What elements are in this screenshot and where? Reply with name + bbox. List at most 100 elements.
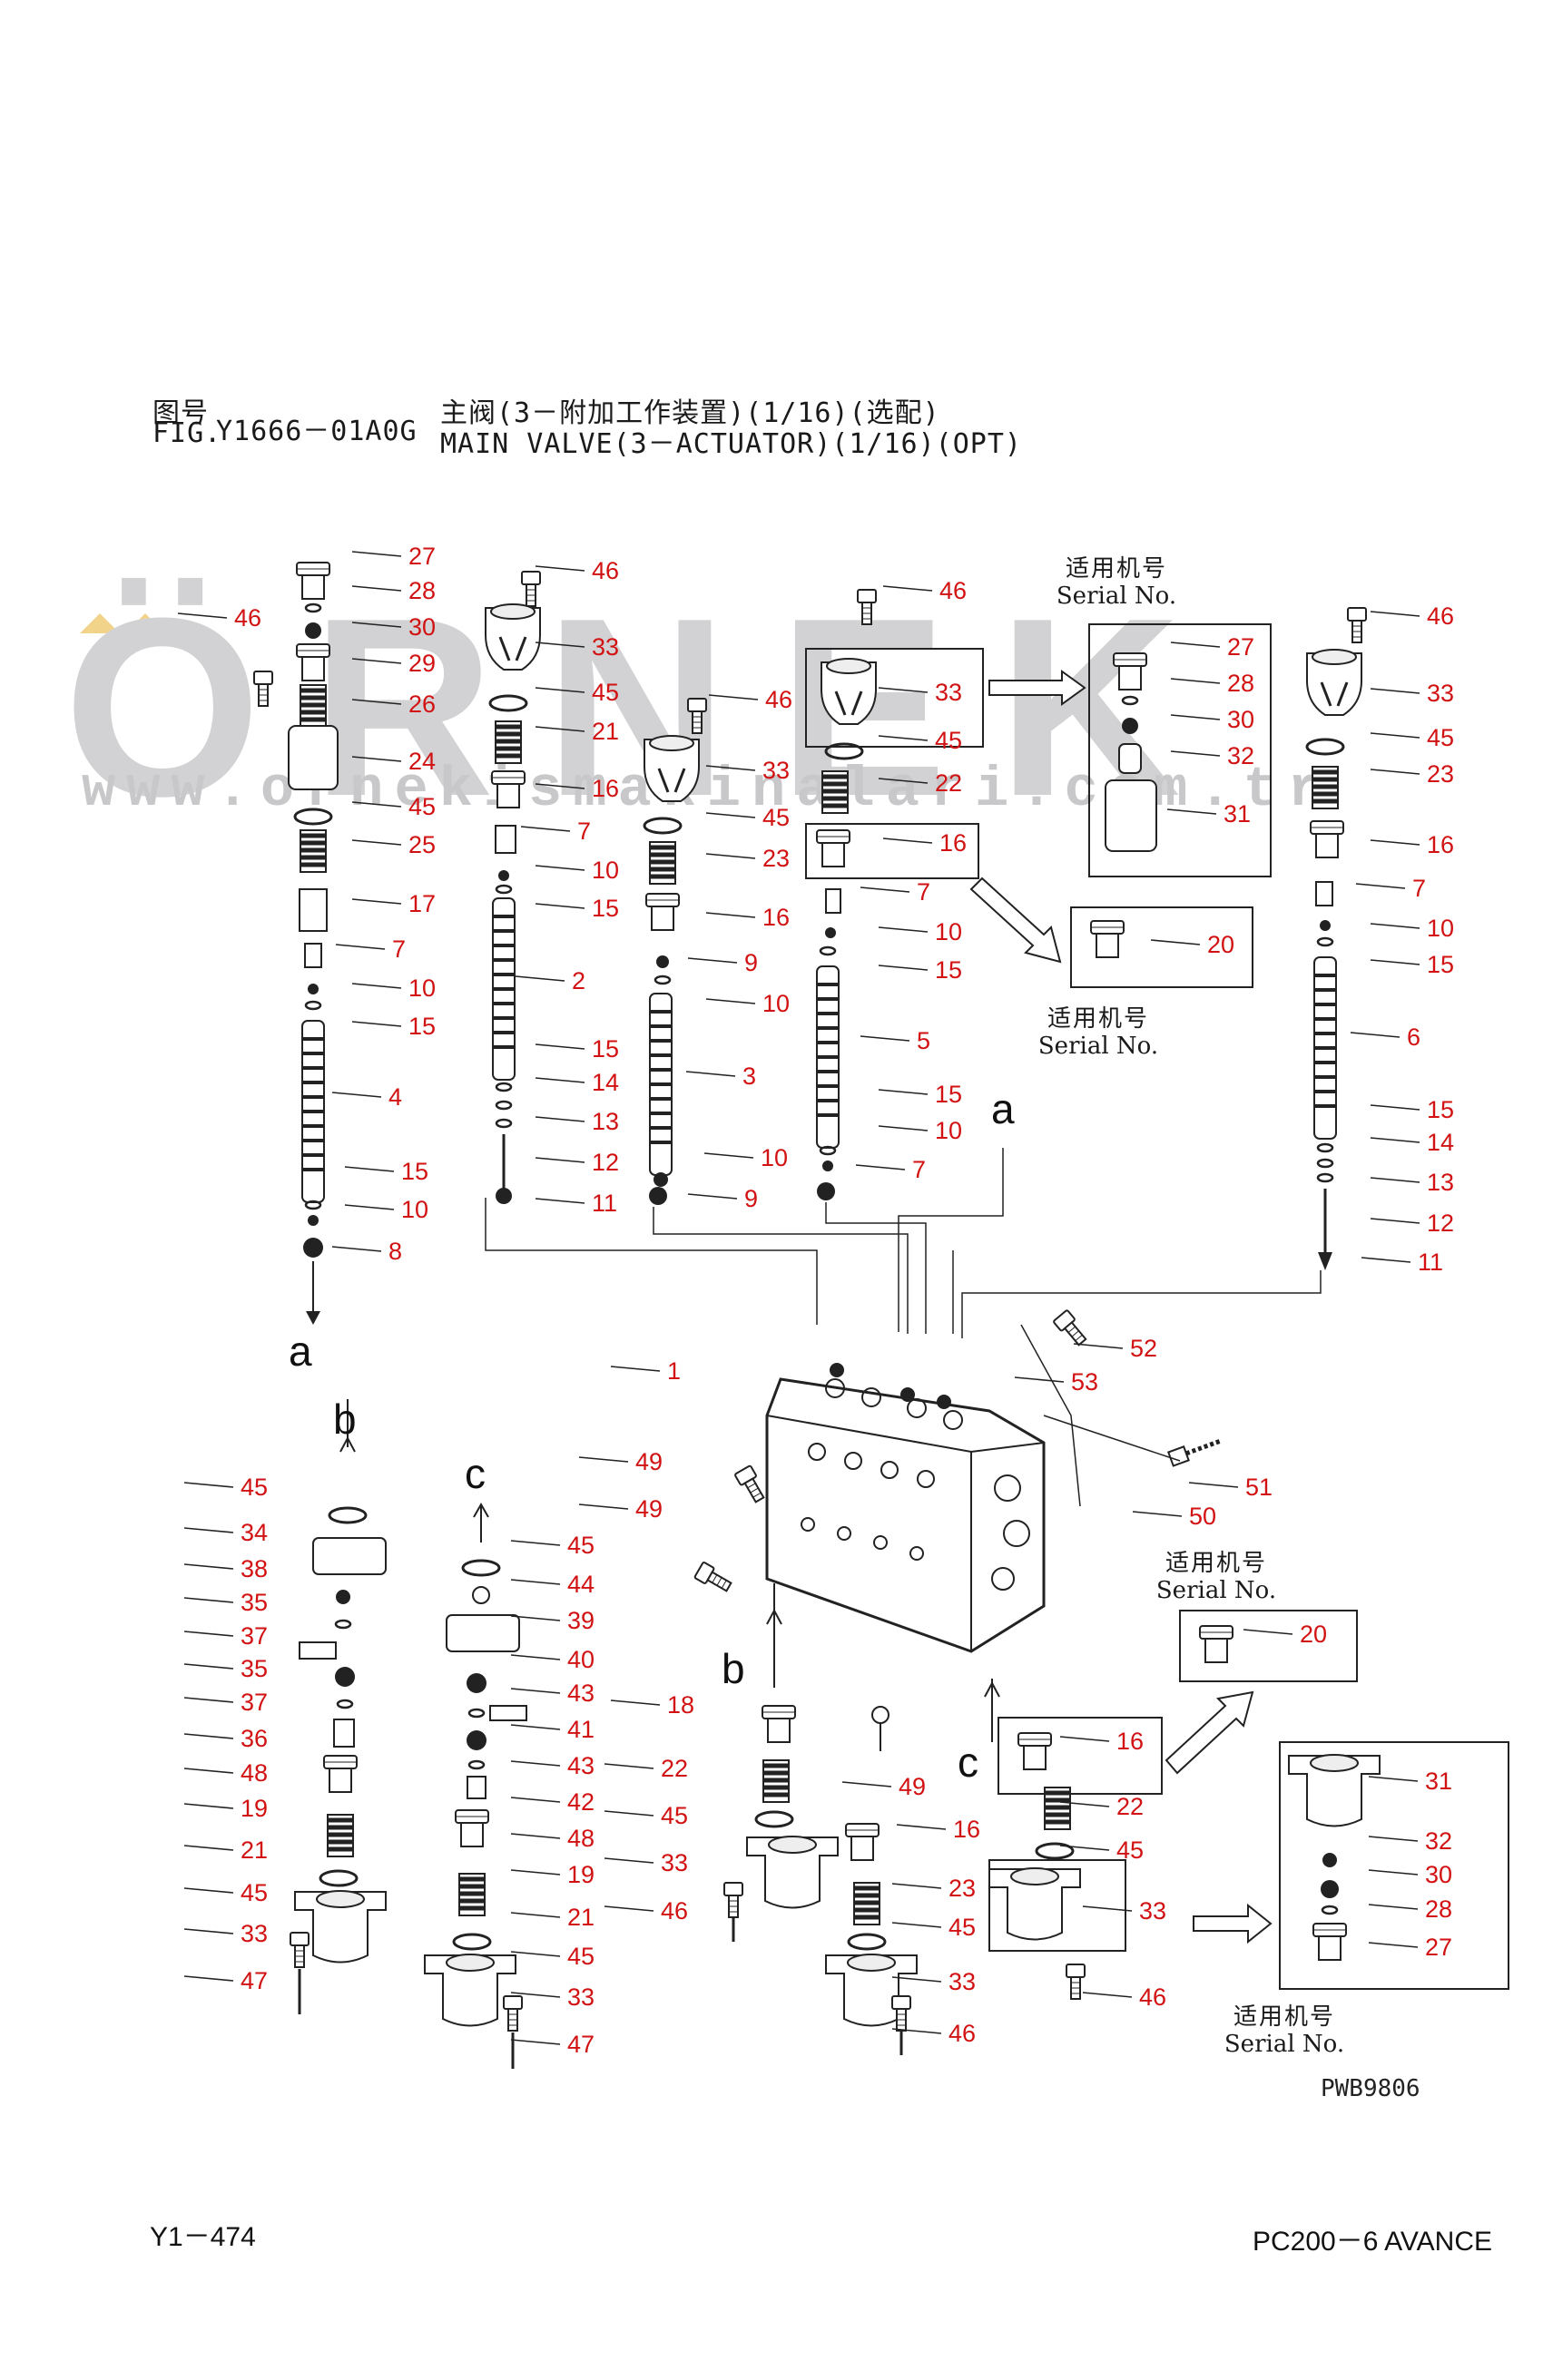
leader-line xyxy=(1014,1376,1065,1383)
part-number-label: 46 xyxy=(1427,602,1454,630)
column-1-parts xyxy=(253,562,339,1325)
leader-line xyxy=(1059,1736,1110,1742)
leader-line xyxy=(1350,1032,1400,1038)
part-number-label: 16 xyxy=(953,1816,980,1843)
fig-number: Y1666－01A0G xyxy=(216,416,418,447)
leader-line xyxy=(896,1824,947,1830)
leader-line xyxy=(1370,959,1420,965)
part-number-label: 15 xyxy=(935,956,962,984)
part-number-label: 5 xyxy=(917,1027,930,1054)
part-number-label: 33 xyxy=(241,1920,268,1947)
part-number-label: 31 xyxy=(1224,800,1251,828)
leader-line xyxy=(510,1912,561,1918)
part-number-label: 15 xyxy=(592,895,619,922)
leader-line xyxy=(1361,1257,1411,1263)
serial-note-cn: 适用机号 xyxy=(1065,555,1167,583)
leader-line xyxy=(705,812,756,818)
leader-line xyxy=(1368,1776,1419,1782)
part-number-label: 47 xyxy=(241,1967,268,1994)
leader-line xyxy=(177,612,228,619)
leader-line xyxy=(705,765,756,771)
watermark-accent xyxy=(80,613,120,633)
part-number-label: 37 xyxy=(241,1689,268,1716)
part-number-label: 23 xyxy=(948,1875,976,1902)
connection-lines xyxy=(485,1148,1322,1338)
part-number-label: 10 xyxy=(935,1117,962,1144)
serial-note-3: 适用机号 Serial No. xyxy=(1135,1550,1298,1604)
leader-line xyxy=(1370,1218,1420,1224)
part-number-label: 23 xyxy=(1427,760,1454,788)
part-number-label: 33 xyxy=(935,679,962,706)
part-number-label: 15 xyxy=(1427,951,1454,978)
part-number-label: 46 xyxy=(939,577,967,604)
leader-line xyxy=(510,1579,561,1585)
leader-line xyxy=(1166,808,1217,815)
leader-line xyxy=(687,1193,738,1200)
leader-line xyxy=(1370,1177,1420,1183)
part-number-label: 33 xyxy=(661,1849,688,1876)
leader-line xyxy=(578,1503,629,1510)
leader-line xyxy=(510,1992,561,1998)
leader-line xyxy=(604,1905,654,1912)
part-number-label: 7 xyxy=(1412,875,1426,902)
part-number-label: 16 xyxy=(1116,1728,1144,1755)
part-number-label: 6 xyxy=(1407,1023,1420,1051)
leader-line xyxy=(351,551,402,557)
part-number-label: 16 xyxy=(939,829,967,857)
part-number-label: 13 xyxy=(592,1108,619,1135)
leader-line xyxy=(1355,883,1406,889)
leader-line xyxy=(1370,1104,1420,1111)
leader-line xyxy=(604,1810,654,1817)
part-number-label: 22 xyxy=(661,1755,688,1782)
leader-line xyxy=(604,1763,654,1769)
part-number-label: 32 xyxy=(1227,742,1254,769)
leader-line xyxy=(535,642,585,648)
leader-line xyxy=(891,1976,942,1983)
leader-line xyxy=(705,912,756,918)
leader-line xyxy=(335,944,386,950)
part-number-label: 15 xyxy=(401,1158,428,1185)
view-letter: c xyxy=(958,1738,978,1786)
arrow-to-serial-1 xyxy=(988,670,1086,706)
part-number-label: 11 xyxy=(1418,1249,1443,1276)
leader-line xyxy=(535,687,585,693)
part-number-label: 2 xyxy=(572,967,585,994)
leader-line xyxy=(860,1035,910,1042)
part-number-label: 37 xyxy=(241,1622,268,1650)
leader-line xyxy=(183,1563,234,1570)
part-number-label: 45 xyxy=(762,804,790,831)
leader-line xyxy=(1370,688,1420,694)
leader-line xyxy=(510,1797,561,1803)
column-3-parts xyxy=(643,698,707,1205)
leader-line xyxy=(708,694,759,700)
leader-line xyxy=(351,898,402,905)
serial-box-1 xyxy=(1088,623,1272,877)
part-number-label: 43 xyxy=(567,1680,595,1707)
arrow-to-serial-2 xyxy=(969,877,1062,964)
leader-line xyxy=(535,565,585,572)
serial-note-4: 适用机号 Serial No. xyxy=(1203,2003,1366,2058)
part-number-label: 38 xyxy=(241,1555,268,1582)
part-number-label: 51 xyxy=(1245,1474,1273,1501)
serial-note-2: 适用机号 Serial No. xyxy=(1017,1005,1180,1060)
part-number-label: 13 xyxy=(1427,1169,1454,1196)
leader-line xyxy=(1368,1904,1419,1910)
part-number-label: 45 xyxy=(241,1879,268,1906)
part-number-label: 15 xyxy=(408,1013,436,1040)
part-number-label: 27 xyxy=(1227,633,1254,661)
highlight-box-plug xyxy=(805,823,979,879)
leader-line xyxy=(1370,611,1420,617)
leader-line xyxy=(1370,839,1420,846)
highlight-box-cap xyxy=(805,648,984,748)
leader-line xyxy=(855,1164,906,1170)
leader-line xyxy=(183,1928,234,1934)
part-number-label: 27 xyxy=(1425,1934,1452,1961)
image-code: PWB9806 xyxy=(1321,2075,1420,2102)
part-number-label: 7 xyxy=(392,935,406,963)
part-number-label: 45 xyxy=(948,1914,976,1941)
leader-line xyxy=(510,1615,561,1621)
part-number-label: 15 xyxy=(592,1035,619,1063)
part-number-label: 45 xyxy=(241,1474,268,1501)
